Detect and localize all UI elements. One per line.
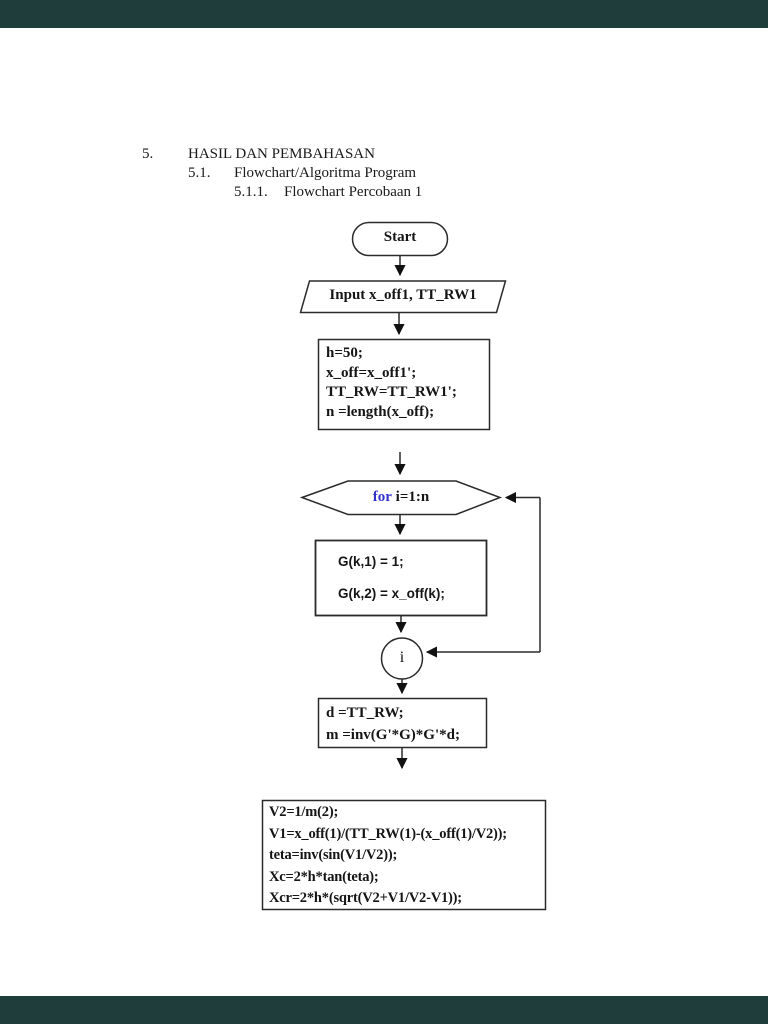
subsection-number: 5.1. [188,165,211,181]
subsubsection-title: Flowchart Percobaan 1 [284,184,423,200]
section-title: HASIL DAN PEMBAHASAN [188,146,375,162]
init-block-text: h=50; x_off=x_off1'; TT_RW=TT_RW1'; n =l… [326,345,457,420]
bottom-letterbox-bar [0,996,768,1024]
start-label: Start [383,229,417,245]
calc-process-shape [261,799,547,911]
for-keyword: for [372,489,392,505]
calc-block-text: V2=1/m(2); V1=x_off(1)/(TT_RW(1)-(x_off(… [269,804,507,906]
subsubsection-number: 5.1.1. [234,184,268,200]
g-block-text: G(k,1) = 1; G(k,2) = x_off(k); [338,554,445,601]
init-process-shape [317,338,491,431]
d-block-text: d =TT_RW; m =inv(G'*G)*G'*d; [326,705,460,743]
subsection-title: Flowchart/Algoritma Program [234,165,417,181]
g-process-shape [314,539,488,617]
input-label: Input x_off1, TT_RW1 [329,287,477,303]
d-process-shape [317,697,488,749]
start-terminator-shape [351,221,449,257]
section-number: 5. [142,146,154,162]
input-parallelogram-shape [299,280,507,314]
top-letterbox-bar [0,0,768,28]
calc-block-clip: V2=1/m(2); V1=x_off(1)/(TT_RW(1)-(x_off(… [264,802,545,908]
for-loop-hexagon-shape [299,480,503,516]
loop-condition: i=1:n [391,489,430,505]
for-loop-label: for i=1:n [320,489,482,506]
connector-label: i [399,649,405,666]
